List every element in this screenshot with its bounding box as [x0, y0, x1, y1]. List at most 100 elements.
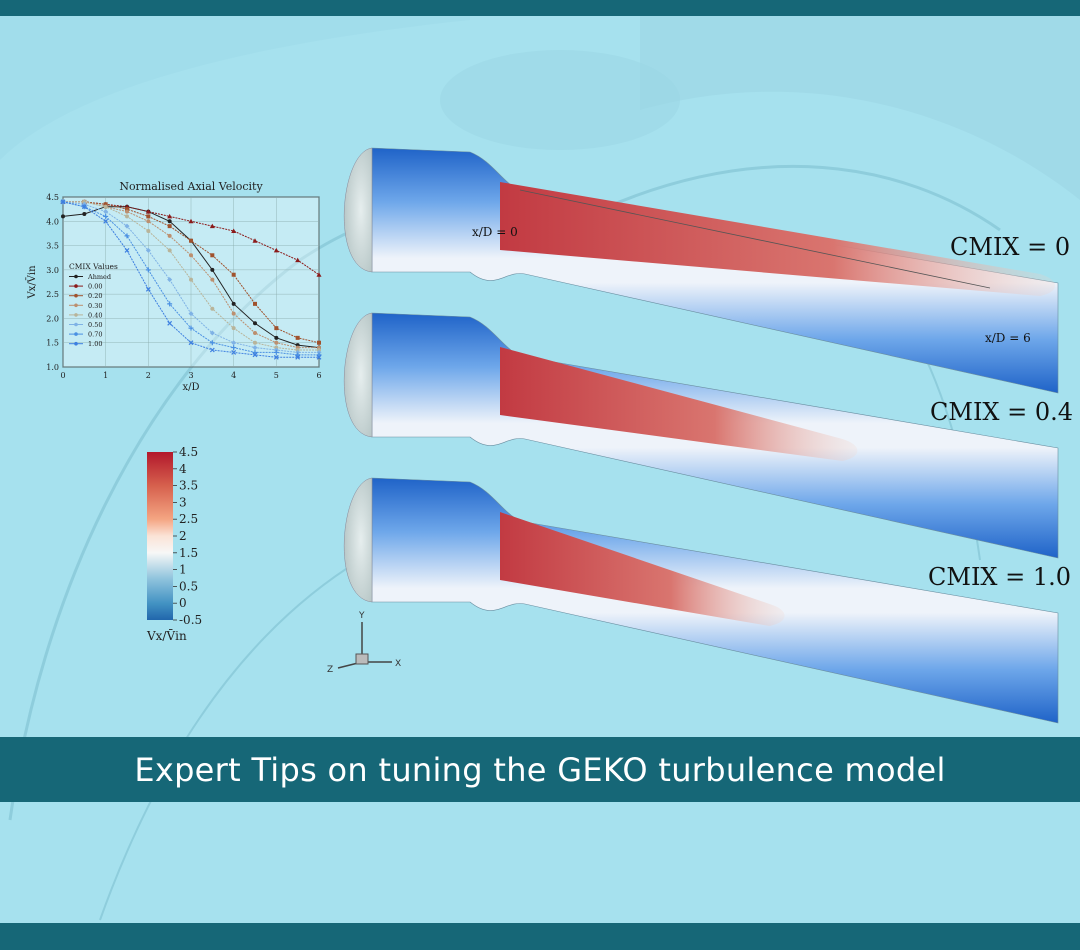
jet-label-cmix: CMIX = 0.4	[930, 398, 1073, 426]
data-point	[146, 219, 151, 224]
data-point	[188, 311, 194, 317]
data-point	[103, 204, 108, 209]
data-point	[274, 340, 279, 345]
data-point	[317, 340, 321, 345]
data-point	[188, 218, 194, 224]
data-point	[210, 277, 215, 282]
data-point	[167, 277, 173, 283]
data-point	[231, 301, 236, 306]
data-point	[274, 335, 279, 340]
data-point	[209, 330, 215, 336]
jet-core	[500, 512, 785, 626]
jet-inlet-cap	[344, 477, 373, 603]
legend-entry: 0.50	[88, 321, 102, 329]
chart-title: Normalised Axial Velocity	[119, 180, 263, 193]
x-tick-label: 2	[146, 371, 151, 380]
data-point	[145, 267, 151, 273]
data-point	[273, 349, 279, 355]
data-point	[231, 272, 236, 277]
data-point	[167, 233, 172, 238]
data-point	[210, 267, 215, 272]
data-point	[253, 340, 257, 345]
jet-row	[344, 312, 1059, 559]
x-tick-label: 6	[316, 371, 321, 380]
data-point	[167, 248, 172, 253]
data-point	[295, 257, 301, 263]
data-point	[145, 286, 151, 292]
y-tick-label: 2.0	[46, 314, 59, 323]
bottom-band	[0, 923, 1080, 950]
colorbar-tick-label: 2.5	[179, 512, 198, 526]
jet-label-cmix: CMIX = 1.0	[928, 563, 1071, 591]
legend-marker	[74, 341, 78, 346]
data-point	[103, 213, 109, 219]
data-point	[252, 352, 258, 358]
legend-entry: 0.00	[88, 283, 102, 291]
data-point	[316, 272, 322, 277]
jet-inlet-cap	[344, 147, 373, 273]
y-tick-label: 1.5	[46, 339, 59, 348]
data-point	[167, 320, 173, 326]
y-tick-label: 2.5	[46, 290, 59, 299]
data-point	[252, 238, 258, 243]
data-point	[209, 347, 215, 353]
colorbar-tick-label: 1.5	[179, 546, 198, 560]
triad-y-label: Y	[358, 611, 365, 621]
legend-entry: 0.70	[88, 331, 102, 339]
data-point	[210, 253, 215, 258]
triad-x-label: X	[395, 659, 401, 669]
data-point	[189, 238, 193, 243]
data-point	[253, 331, 257, 335]
data-point	[209, 340, 215, 346]
jet-row	[344, 477, 1059, 724]
data-point	[125, 209, 129, 214]
data-point	[231, 228, 237, 233]
title-banner: Expert Tips on tuning the GEKO turbulenc…	[0, 737, 1080, 802]
data-point	[189, 253, 193, 258]
y-tick-label: 3.5	[46, 242, 59, 251]
y-tick-label: 3.0	[46, 266, 59, 275]
colorbar-tick-label: 4	[179, 462, 187, 476]
data-point	[145, 209, 151, 214]
data-point	[167, 301, 173, 307]
jet-core	[500, 182, 1055, 296]
jet-row	[344, 147, 1059, 394]
legend-entry: Ahmed	[87, 273, 111, 281]
x-axis-label: x/D	[182, 382, 199, 393]
data-point	[231, 345, 237, 351]
jet-label-end: x/D = 6	[985, 331, 1031, 345]
data-point	[273, 354, 279, 360]
legend-marker	[74, 303, 78, 308]
legend-entry: 1.00	[88, 340, 102, 348]
data-point	[295, 335, 300, 340]
banner-title: Expert Tips on tuning the GEKO turbulenc…	[134, 750, 946, 789]
colorbar-scale	[147, 452, 173, 620]
axes-triad: Y X Z	[327, 611, 401, 675]
legend-marker	[74, 293, 78, 298]
data-point	[82, 212, 87, 216]
triad-z-label: Z	[327, 665, 333, 675]
x-tick-label: 5	[274, 371, 279, 380]
colorbar-tick-label: 3	[179, 495, 187, 509]
jet-label-start: x/D = 0	[472, 225, 518, 239]
data-point	[253, 301, 257, 306]
data-point	[103, 202, 108, 207]
legend-title: CMIX Values	[69, 262, 118, 271]
data-point	[295, 354, 301, 360]
legend-marker	[74, 322, 78, 327]
data-point	[124, 233, 130, 239]
legend-marker	[74, 284, 78, 288]
data-point	[231, 340, 237, 346]
velocity-colorbar: 4.543.532.521.510.50-0.5 Vx/V̄in	[146, 445, 202, 643]
data-point	[125, 207, 129, 212]
jet-inlet-cap	[344, 312, 373, 438]
x-tick-label: 1	[103, 371, 108, 380]
data-point	[210, 306, 215, 311]
data-point	[124, 248, 130, 253]
colorbar-tick-label: 3.5	[179, 479, 198, 493]
legend-entry: 0.20	[88, 292, 102, 300]
colorbar-tick-label: -0.5	[179, 613, 202, 627]
data-point	[252, 345, 258, 351]
data-point	[231, 326, 236, 331]
